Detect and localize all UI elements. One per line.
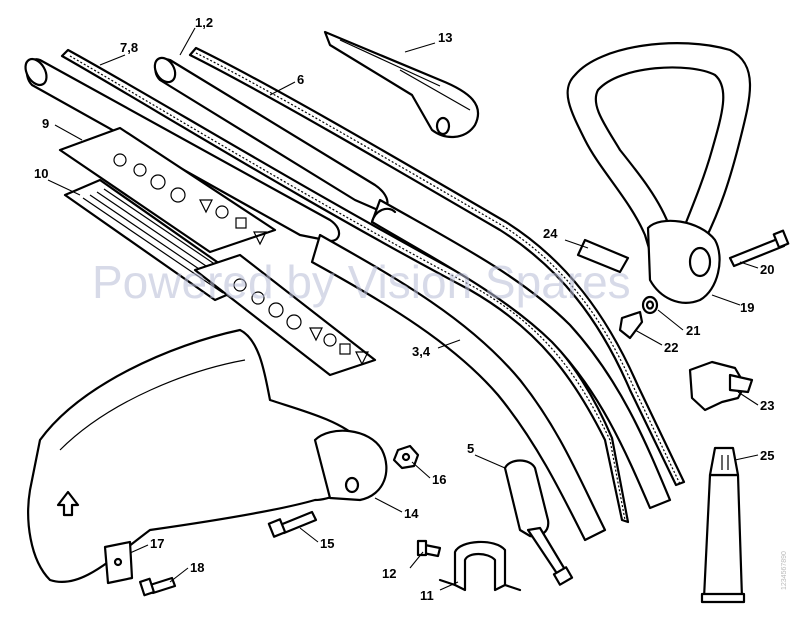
- callout-16: 16: [432, 472, 446, 487]
- callout-20: 20: [760, 262, 774, 277]
- decal-9[interactable]: [58, 126, 277, 254]
- callout-5: 5: [467, 441, 474, 456]
- callout-14: 14: [404, 506, 419, 521]
- washer-21[interactable]: [641, 295, 659, 315]
- callout-9: 9: [42, 116, 49, 131]
- guard-13[interactable]: [323, 30, 480, 138]
- drive-shaft-7-8[interactable]: [60, 48, 630, 524]
- callout-15: 15: [320, 536, 334, 551]
- tube-3-4[interactable]: [310, 198, 672, 542]
- wing-nut-22[interactable]: [618, 310, 644, 340]
- deflector-14[interactable]: [27, 328, 388, 583]
- drive-shaft-6[interactable]: [188, 46, 686, 487]
- callout-19: 19: [740, 300, 754, 315]
- callout-21: 21: [686, 323, 700, 338]
- callout-24: 24: [543, 226, 558, 241]
- clamp-11[interactable]: [438, 540, 522, 592]
- screw-20[interactable]: [728, 229, 790, 268]
- callout-7-8: 7,8: [120, 40, 138, 55]
- loop-handle-19[interactable]: [566, 42, 751, 304]
- tube-left-section[interactable]: [21, 55, 341, 243]
- callout-13: 13: [438, 30, 452, 45]
- decal-strip-lower[interactable]: [193, 253, 377, 377]
- callout-23: 23: [760, 398, 774, 413]
- callout-25: 25: [760, 448, 774, 463]
- callout-3-4: 3,4: [412, 344, 431, 359]
- callout-18: 18: [190, 560, 204, 575]
- side-code: 1234567890: [781, 551, 788, 590]
- callout-6: 6: [297, 72, 304, 87]
- grease-tube-25[interactable]: [700, 446, 746, 604]
- callout-17: 17: [150, 536, 164, 551]
- callout-11: 11: [420, 588, 434, 603]
- star-knob-23[interactable]: [688, 360, 754, 412]
- callout-22: 22: [664, 340, 678, 355]
- plate-17[interactable]: [103, 540, 134, 585]
- leader-lines: [47, 27, 759, 591]
- screw-18[interactable]: [138, 576, 177, 597]
- callout-12: 12: [382, 566, 396, 581]
- sleeve-24[interactable]: [576, 238, 630, 274]
- tube-1-2[interactable]: [151, 54, 389, 212]
- callout-labels: 1,2 7,8 13 6 9 10 24 20 19 21 22 3,4 23 …: [34, 15, 774, 603]
- callout-1-2: 1,2: [195, 15, 213, 30]
- screw-12[interactable]: [416, 539, 442, 558]
- watermark: Powered by Vision Spares: [92, 256, 631, 308]
- screw-15[interactable]: [267, 510, 318, 538]
- coupling-5[interactable]: [503, 459, 574, 586]
- callout-10: 10: [34, 166, 48, 181]
